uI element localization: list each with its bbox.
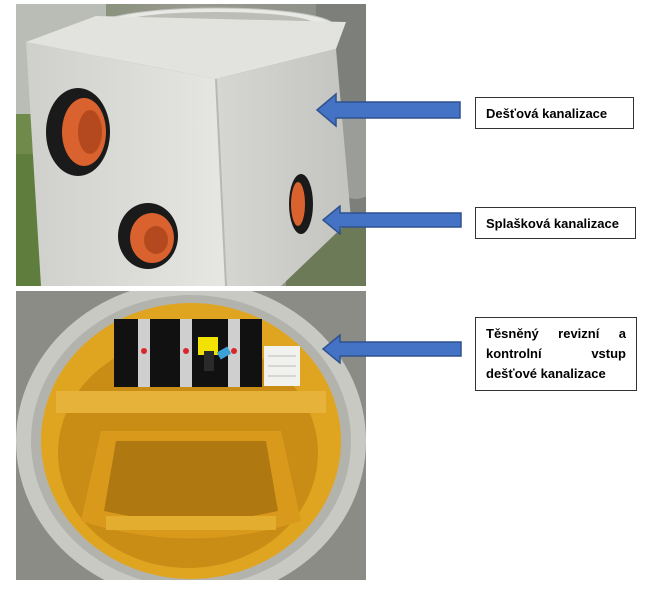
arrow-to-sewage-pipe [321,204,462,240]
label-rainwater-text: Dešťová kanalizace [486,105,608,121]
label-rainwater-sewer: Dešťová kanalizace [475,97,634,129]
label-sewage-sewer: Splašková kanalizace [475,207,636,239]
arrow-left-icon [321,204,462,236]
arrow-to-inspection-entry [321,333,462,369]
concrete-shaft-photo [16,4,366,286]
arrow-to-rainwater-pipe [315,92,461,133]
shaft-insert-image [16,291,366,580]
label-inspection-line3: dešťové kanalizace [486,366,606,381]
concrete-shaft-image [16,4,366,286]
label-sewage-text: Splašková kanalizace [486,215,619,231]
label-inspection-line1: Těsněný revizní a [486,326,626,341]
label-inspection-line2: kontrolní vstup [486,346,626,361]
arrow-left-icon [321,333,462,365]
label-inspection-entry: Těsněný revizní a kontrolní vstup dešťov… [475,317,637,391]
arrow-left-icon [315,92,461,128]
shaft-insert-photo [16,291,366,580]
